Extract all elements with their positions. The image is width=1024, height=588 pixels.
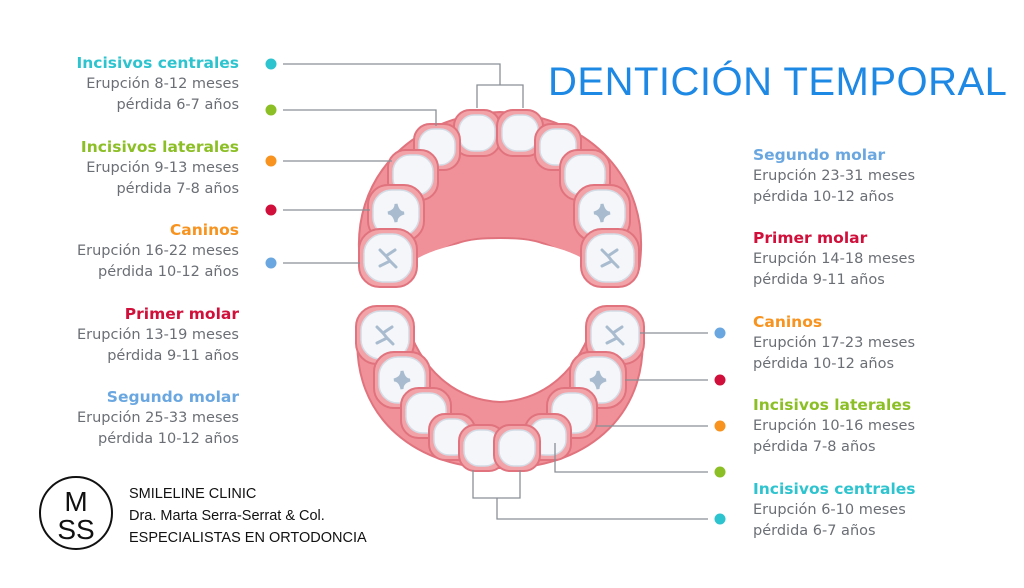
svg-text:M: M [64,486,87,517]
page-title: DENTICIÓN TEMPORAL [548,60,1008,104]
dot-upper-first-molar [265,204,277,216]
tooth-fissure [393,370,411,390]
tooth-fissure [375,325,395,346]
tooth-fissure [593,203,611,223]
label-upper-lateral: Incisivos laterales Erupción 9-13 meses … [80,138,239,197]
teeth [355,109,645,472]
tooth-incisor [501,114,539,152]
dot-upper-lateral [265,104,277,116]
leader-lines [283,63,708,520]
dot-lower-second-molar [714,327,726,339]
tooth-fissure [387,203,405,223]
label-upper-central: Incisivos centrales Erupción 8-12 meses … [76,54,239,113]
label-upper-second-molar: Segundo molar Erupción 25-33 meses pérdi… [76,388,239,447]
dot-lower-first-molar [714,374,726,386]
clinic-logo: M SS [39,476,113,550]
tooth-incisor [458,114,496,152]
label-lower-canine: Caninos Erupción 17-23 meses pérdida 10-… [753,313,916,372]
tooth-incisor [498,429,536,467]
svg-text:SS: SS [57,514,94,545]
label-lower-central: Incisivos centrales Erupción 6-10 meses … [753,480,916,539]
tooth-fissure [378,248,398,269]
label-lower-lateral: Incisivos laterales Erupción 10-16 meses… [753,396,916,455]
dot-lower-central [714,513,726,525]
dot-lower-lateral [714,466,726,478]
dot-upper-central [265,58,277,70]
tooth-fissure [605,325,625,346]
dot-upper-canine [265,155,277,167]
dot-upper-second-molar [265,257,277,269]
dot-lower-canine [714,420,726,432]
label-lower-first-molar: Primer molar Erupción 14-18 meses pérdid… [753,229,916,288]
marker-dots [265,58,726,525]
label-lower-second-molar: Segundo molar Erupción 23-31 meses pérdi… [753,146,916,205]
label-upper-canine: Caninos Erupción 16-22 meses pérdida 10-… [76,221,239,280]
tooth-fissure [589,370,607,390]
label-upper-first-molar: Primer molar Erupción 13-19 meses pérdid… [76,305,239,364]
tooth-fissure [600,248,620,269]
clinic-info: SMILELINE CLINIC Dra. Marta Serra-Serrat… [129,486,367,546]
